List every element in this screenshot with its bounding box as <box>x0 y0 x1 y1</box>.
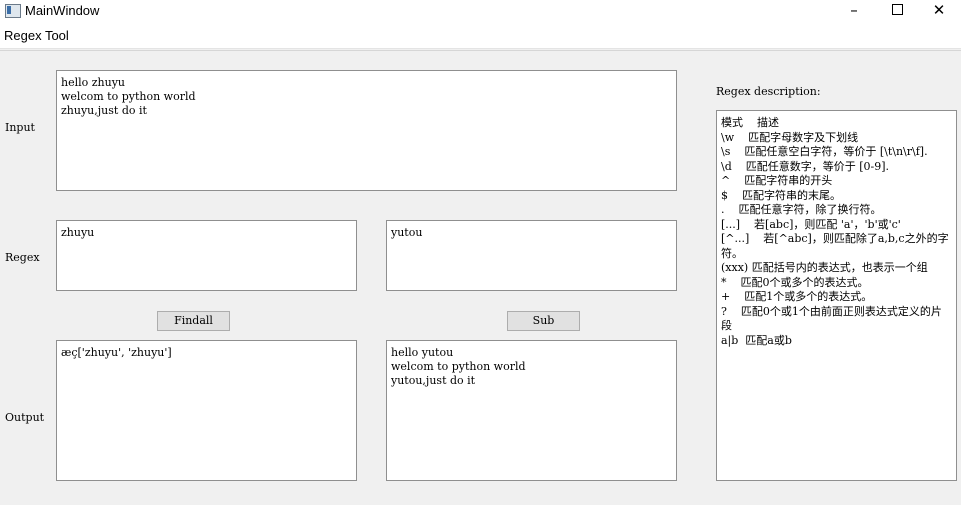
description-line: 模式 描述 <box>721 116 779 129</box>
menu-regex-tool[interactable]: Regex Tool <box>4 28 69 43</box>
description-line: [...] 若[abc]，则匹配 'a'，'b'或'c' <box>721 217 901 231</box>
regex-pattern-field[interactable]: zhuyu <box>56 220 357 291</box>
title-bar: MainWindow – ✕ <box>0 0 961 24</box>
output-label: Output <box>5 411 45 424</box>
description-line: ^ 匹配字符串的开头 <box>721 174 833 187</box>
description-line: \d 匹配任意数字，等价于 [0-9]. <box>721 159 890 173</box>
maximize-button[interactable] <box>874 0 920 22</box>
description-line: ? 匹配0个或1个由前面正则表达式定义的片段 <box>721 304 942 333</box>
sub-output-area[interactable]: hello yutou welcom to python world yutou… <box>386 340 677 481</box>
findall-output-area[interactable]: æç['zhuyu', 'zhuyu'] <box>56 340 357 481</box>
window-title: MainWindow <box>25 3 100 18</box>
app-window-icon <box>5 4 21 18</box>
menu-separator <box>0 50 961 51</box>
regex-label: Regex <box>5 251 40 264</box>
description-line: \s 匹配任意空白字符，等价于 [\t\n\r\f]. <box>721 145 928 158</box>
description-line: * 匹配0个或多个的表达式。 <box>721 275 869 289</box>
regex-description-label: Regex description: <box>716 85 821 98</box>
input-label: Input <box>5 121 35 134</box>
description-line: (xxx) 匹配括号内的表达式，也表示一个组 <box>721 261 928 274</box>
description-line: a|b 匹配a或b <box>721 333 792 347</box>
description-line: + 匹配1个或多个的表达式。 <box>721 290 873 303</box>
input-text-area[interactable]: hello zhuyu welcom to python world zhuyu… <box>56 70 677 191</box>
regex-description-area[interactable]: 模式 描述 \w 匹配字母数字及下划线 \s 匹配任意空白字符，等价于 [\t\… <box>716 110 957 481</box>
description-line: . 匹配任意字符，除了换行符。 <box>721 203 882 216</box>
minimize-button[interactable]: – <box>850 1 858 19</box>
sub-button[interactable]: Sub <box>507 311 580 331</box>
description-line: [^...] 若[^abc]，则匹配除了a,b,c之外的字符。 <box>721 232 949 260</box>
close-button[interactable]: ✕ <box>932 1 946 19</box>
description-line: $ 匹配字符串的末尾。 <box>721 188 841 202</box>
menu-bar: Regex Tool <box>0 24 961 49</box>
description-line: \w 匹配字母数字及下划线 <box>721 130 859 144</box>
findall-button[interactable]: Findall <box>157 311 230 331</box>
replacement-field[interactable]: yutou <box>386 220 677 291</box>
maximize-icon <box>891 4 903 15</box>
